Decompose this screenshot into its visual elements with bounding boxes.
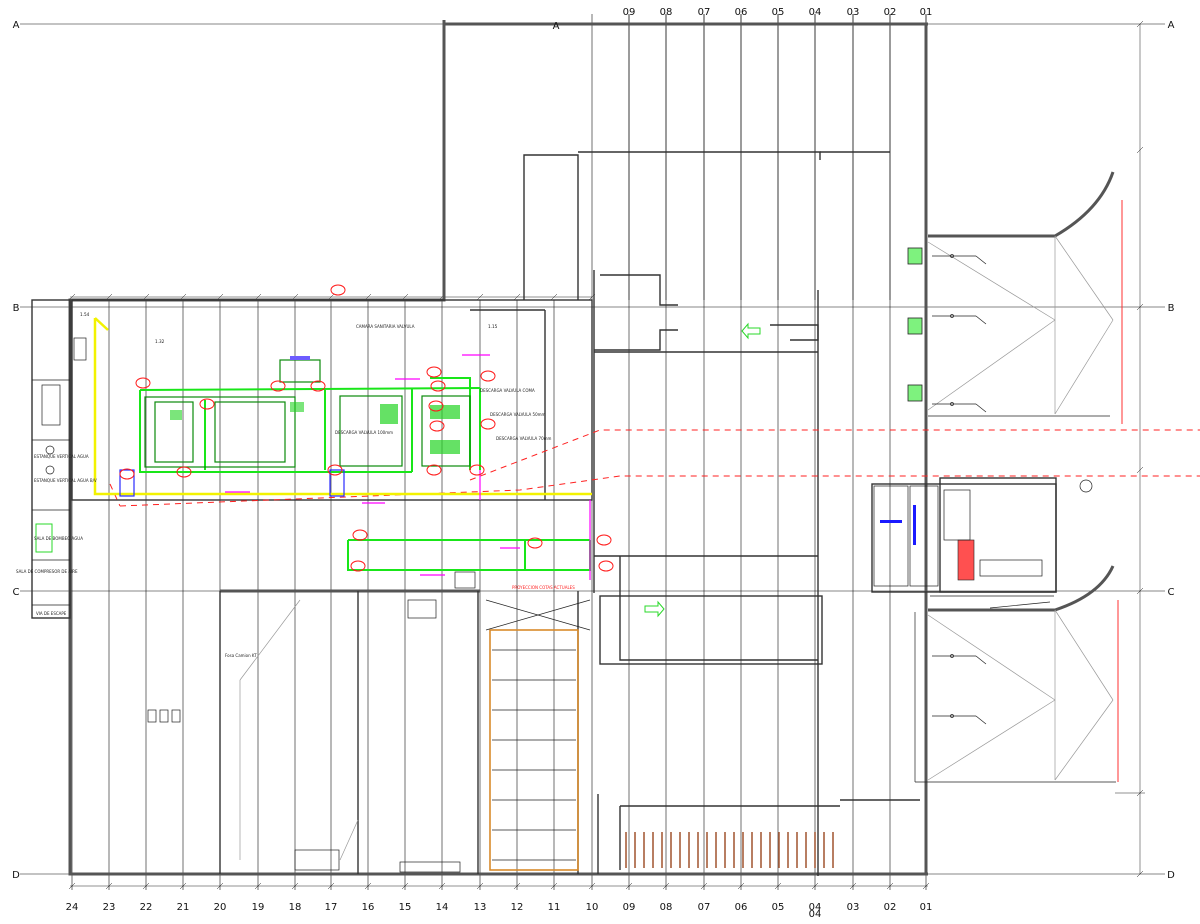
text-annotations: 1.54 1.32 1.15 DESCARGA VALVULA COMA DES… [16,312,575,658]
grid-col-label-top: 09 [623,7,636,18]
grid-col-label-top: 01 [920,7,933,18]
valve-label-1: DESCARGA VALVULA COMA [480,388,535,393]
grid-row-label-right: D [1167,870,1175,881]
grid-row-label-left: C [13,587,20,598]
grid-col-label-top: 02 [884,7,897,18]
grid-row-label-left: B [13,303,20,314]
grid-col-label-extra: 04 [809,909,822,920]
grid-labels: 24 23 22 21 20 19 18 17 16 15 14 13 12 11 10 09 08 07 06 05… [12,7,1175,920]
grid-col-label-bottom: 12 [511,902,524,913]
grid-col-label-top: 05 [772,7,785,18]
misc-interior [147,322,761,873]
grid-col-label-bottom: 11 [548,902,561,913]
room-label-1: ESTANQUE VERTICAL AGUA [34,454,89,459]
grid-row-label-left: A [13,20,20,31]
tanker-lane [485,599,834,871]
grid-col-label-top: 03 [847,7,860,18]
grid-row-label-left: D [12,870,20,881]
dimension-strips [68,20,1145,890]
grid-col-label-top: 08 [660,7,673,18]
grid-col-label-bottom: 13 [474,902,487,913]
grid-col-label-bottom: 21 [177,902,190,913]
grid-row-label-inner: A [553,21,560,32]
room-label-4: SALA DE COMPRESOR DE AIRE [16,569,78,574]
grid-col-label-bottom: 24 [66,902,79,913]
tank-right-label: 1.15 [488,324,498,329]
grid-col-label-bottom: 14 [436,902,449,913]
grid-col-label-top: 07 [698,7,711,18]
grid-col-label-bottom: 19 [252,902,265,913]
grid-col-label-bottom: 22 [140,902,153,913]
grid-col-label-bottom: 02 [884,902,897,913]
revision-circles [119,284,614,572]
grid-col-label-bottom: 05 [772,902,785,913]
grid-col-label-bottom: 01 [920,902,933,913]
grid-lines [20,14,1165,890]
grid-col-label-bottom: 04 [809,902,822,913]
pit-note: Fosa Camion KT [225,653,257,658]
tank-mid-label: 1.32 [155,339,165,344]
grid-col-label-bottom: 20 [214,902,227,913]
valve-label-3: DESCARGA VALVULA 70mm [496,436,552,441]
grid-col-label-bottom: 06 [735,902,748,913]
grid-col-label-bottom: 17 [325,902,338,913]
grid-col-label-bottom: 09 [623,902,636,913]
yellow-piping [93,317,592,496]
grid-row-label-right: A [1168,20,1175,31]
tank-left-label: 1.54 [80,312,90,317]
green-process-piping [119,356,591,571]
grid-col-label-top: 04 [809,7,822,18]
grid-col-label-bottom: 16 [362,902,375,913]
grid-col-label-top: 06 [735,7,748,18]
red-note: PROYECCION COTAS ACTUALES [512,585,575,590]
left-service-rooms [31,299,87,619]
grid-row-label-right: C [1168,587,1175,598]
grid-row-label-right: B [1168,303,1175,314]
header-note: CAMARA SANITARIA VALVULA [356,324,415,329]
office-block [871,477,1093,609]
grid-col-label-bottom: 18 [289,902,302,913]
building-walls [68,20,928,876]
grid-col-label-bottom: 15 [399,902,412,913]
room-label-2: ESTANQUE VERTICAL AGUA B/V [34,478,97,483]
right-wing-canopies [907,171,1123,783]
grid-col-label-bottom: 07 [698,902,711,913]
grid-col-label-bottom: 08 [660,902,673,913]
grid-col-label-bottom: 23 [103,902,116,913]
valve-label-4: DESCARGA VALVULA 100mm [335,430,393,435]
grid-col-label-bottom: 03 [847,902,860,913]
room-label-3: SALA DE BOMBEO AGUA [34,536,83,541]
grid-col-label-bottom: 10 [586,902,599,913]
room-label-5: VIA DE ESCAPE [36,611,67,616]
valve-label-2: DESCARGA VALVULA 50mm [490,412,546,417]
